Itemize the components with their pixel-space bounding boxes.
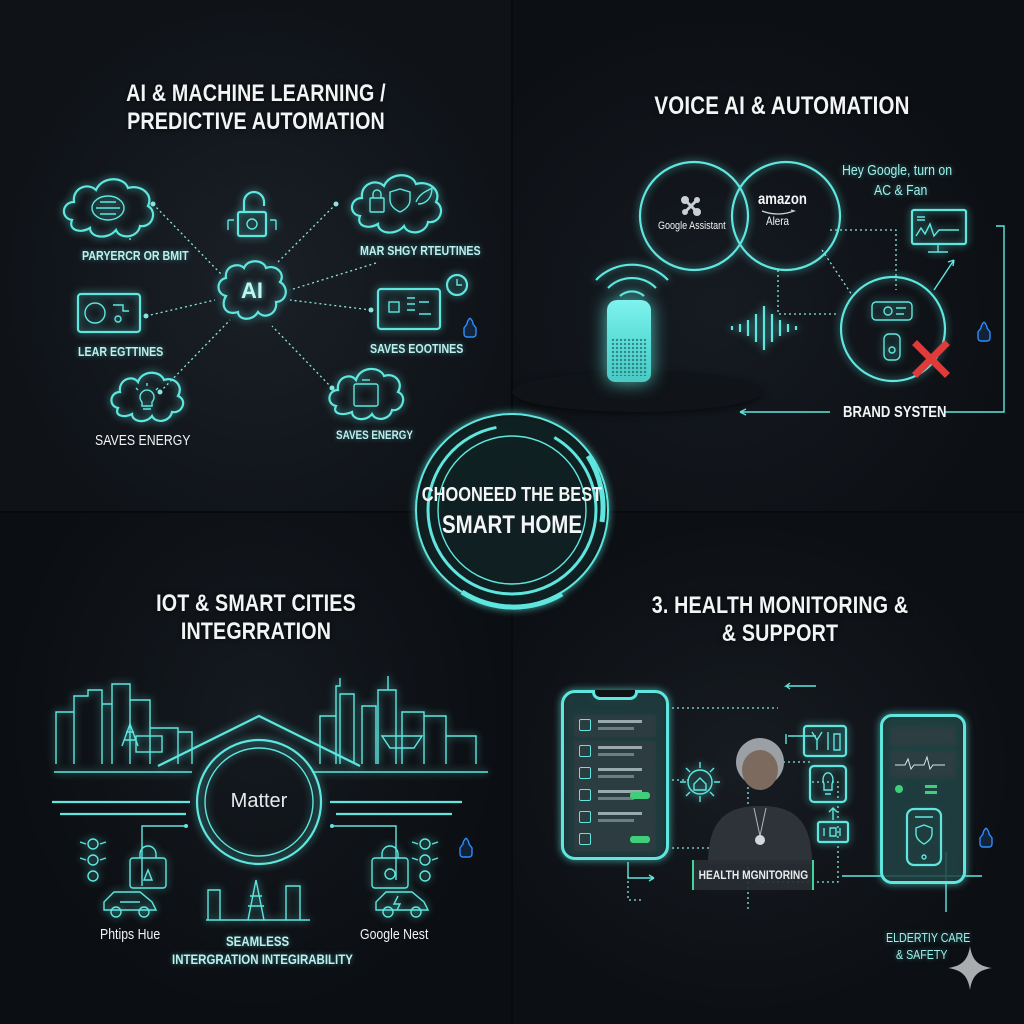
- tv-monitor-icon: [910, 208, 968, 253]
- voice-connector-lines: [739, 225, 1005, 416]
- medical-tools-icon: [802, 724, 848, 758]
- quadrant-voice-ai-bg: [512, 0, 1024, 512]
- clock-icon: [445, 273, 469, 297]
- app-list-row: [574, 807, 656, 829]
- integration-label: INTERGRATION INTEGIRABILITY: [172, 951, 353, 967]
- ecg-waveform-icon: [895, 755, 945, 771]
- health-title-line2: & SUPPORT: [721, 620, 839, 648]
- center-headline-line2: SMART HOME: [441, 511, 583, 539]
- heart-rate-small-chart: [891, 727, 955, 745]
- smart-bulb-icon: [808, 764, 848, 804]
- price-tag-icon: [979, 827, 993, 848]
- status-dot: [895, 785, 903, 793]
- smart-lock-panel-icon: [371, 845, 409, 889]
- health-title-line1: 3. HEALTH MONITORING &: [651, 592, 909, 619]
- elderly-person-figure: [708, 738, 812, 864]
- health-banner-label: HEALTH MGNITORING: [698, 868, 808, 882]
- iot-title-line2: INTEGRRATION: [180, 618, 332, 646]
- brand-system-label: BRAND SYSTEN: [843, 404, 947, 421]
- center-rings: [415, 413, 609, 610]
- elderly-care-line2: & SAFETY: [896, 947, 948, 962]
- status-bar: [925, 791, 937, 794]
- ai-ml-title-line1: AI & MACHINE LEARNING /: [126, 80, 386, 107]
- status-bar: [925, 785, 937, 788]
- voice-ai-title: VOICE AI & AUTOMATION: [654, 92, 910, 120]
- electric-car-icon: [375, 891, 430, 918]
- voice-command-line1: Hey Google, turn on: [842, 162, 953, 179]
- seamless-label: SEAMLESS: [226, 933, 290, 949]
- health-monitoring-banner: HEALTH MGNITORING: [692, 860, 814, 890]
- sensor-device-icon: [816, 807, 850, 844]
- voice-command-line2: AC & Fan: [874, 182, 928, 199]
- cityscape-icon: [54, 676, 488, 773]
- electric-car-icon: [103, 891, 158, 918]
- thermostat-panel-icon: [76, 292, 142, 334]
- amazon-smile-icon: [761, 209, 796, 215]
- node-label-7: SAVES ENERGY: [336, 428, 413, 442]
- node-label-5: SAVES EOOTINES: [370, 341, 464, 356]
- appliance-cloud-icon: [328, 367, 405, 421]
- node-label-6: SAVES ENERGY: [95, 432, 191, 449]
- center-headline: CHOONEED THE BEST SMART HOME: [392, 484, 632, 540]
- smart-speaker-icon: [607, 300, 651, 382]
- app-list-row: [574, 715, 656, 737]
- node-label-3: MAR SHGY RTEUTINES: [360, 243, 481, 258]
- control-panel-icon: [376, 287, 442, 331]
- wifi-signal-icon: [595, 263, 669, 297]
- google-assistant-label: Google Assistant: [658, 220, 726, 232]
- center-headline-line1: CHOONEED THE BEST: [421, 484, 603, 506]
- smart-home-gear-icon: [680, 762, 720, 802]
- app-list-row: [574, 785, 656, 807]
- app-list-row: [574, 763, 656, 785]
- lock-shield-cloud-icon: [350, 174, 443, 234]
- price-tag-icon: [459, 837, 473, 858]
- health-app-phone: [561, 690, 669, 860]
- assistant-venn-diagram: [638, 160, 842, 272]
- alexa-label: Alera: [766, 214, 789, 228]
- quadrant-iot-bg: [0, 512, 512, 1024]
- shield-phone-icon: [905, 807, 943, 867]
- price-tag-icon: [977, 321, 991, 342]
- app-list-row: [574, 741, 656, 763]
- google-assistant-icon: [681, 196, 701, 216]
- health-title: 3. HEALTH MONITORING & & SUPPORT: [632, 592, 927, 649]
- smart-lock-panel-icon: [129, 845, 167, 889]
- matter-hub-label: Matter: [230, 790, 288, 812]
- safety-monitor-phone: [880, 714, 966, 884]
- app-list-row: [574, 829, 656, 851]
- philips-hue-label: Phtips Hue: [100, 926, 161, 943]
- iot-title-line1: IOT & SMART CITIES: [156, 590, 356, 617]
- unlock-icon: [227, 190, 277, 238]
- power-grid-icon: [206, 879, 310, 921]
- sound-wave-icon: [730, 306, 798, 350]
- ai-brain-hub-icon: [217, 260, 287, 320]
- traffic-light-icon: [79, 838, 107, 882]
- iot-title: IOT & SMART CITIES INTEGRRATION: [125, 590, 387, 647]
- phone-notch: [592, 690, 638, 700]
- incompatible-x-icon: [912, 340, 950, 378]
- matter-house-hub: [157, 714, 361, 866]
- brain-cloud-icon: [62, 178, 155, 238]
- amazon-brand-label: amazon: [758, 191, 807, 208]
- sparkle-watermark-icon: [948, 946, 992, 990]
- iot-connector-lines: [52, 800, 462, 886]
- device-circle: [839, 275, 947, 383]
- ai-ml-title-line2: PREDICTIVE AUTOMATION: [127, 108, 385, 136]
- ai-ml-title: AI & MACHINE LEARNING / PREDICTIVE AUTOM…: [92, 80, 420, 137]
- quadrant-ai-ml-bg: [0, 0, 512, 512]
- traffic-light-icon: [411, 838, 439, 882]
- google-nest-label: Google Nest: [360, 926, 429, 943]
- ai-hub-label: AI: [241, 278, 263, 303]
- node-label-4: LEAR EGTTINES: [78, 344, 164, 359]
- lightbulb-cloud-icon: [110, 371, 185, 423]
- node-label-1: PARYERCR OR BMIT: [82, 248, 189, 263]
- price-tag-icon: [463, 317, 477, 338]
- elderly-care-line1: ELDERTIY CARE: [886, 930, 971, 945]
- ecg-chart: [891, 751, 955, 777]
